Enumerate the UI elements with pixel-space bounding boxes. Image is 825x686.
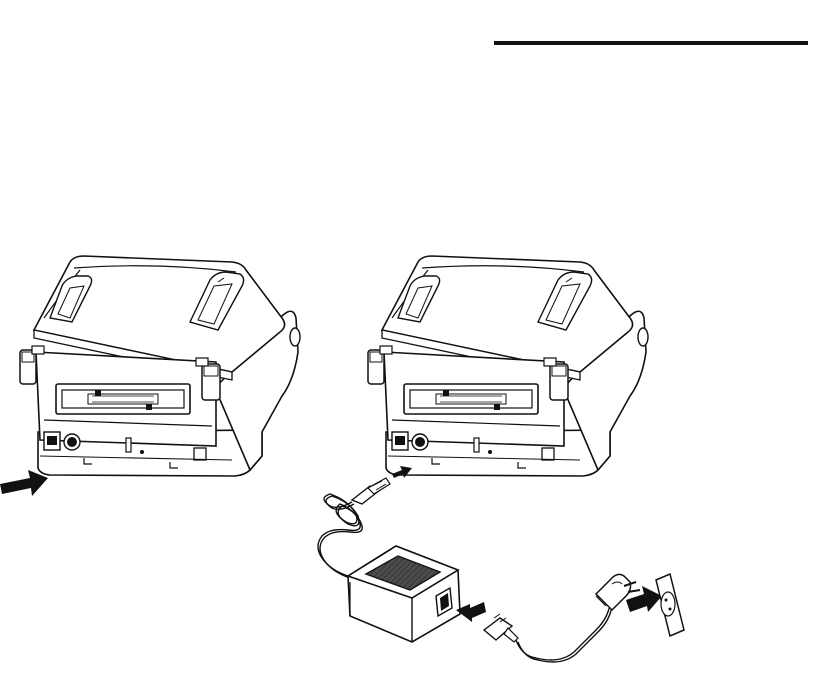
- ac-cord-connector: [484, 614, 518, 642]
- arrow-adapter-inlet-icon: [456, 602, 486, 622]
- printer-right: [368, 256, 648, 476]
- wall-outlet-icon: [656, 574, 684, 636]
- arrow-outlet-icon: [626, 586, 662, 612]
- ac-power-cord-icon: [516, 604, 612, 662]
- printer-left: [20, 256, 300, 476]
- power-adapter-icon: [348, 546, 460, 642]
- dc-cable: [318, 494, 362, 578]
- arrow-power-switch-icon: [0, 470, 48, 496]
- header-rule: [494, 41, 808, 45]
- dc-plug-icon: [352, 478, 390, 504]
